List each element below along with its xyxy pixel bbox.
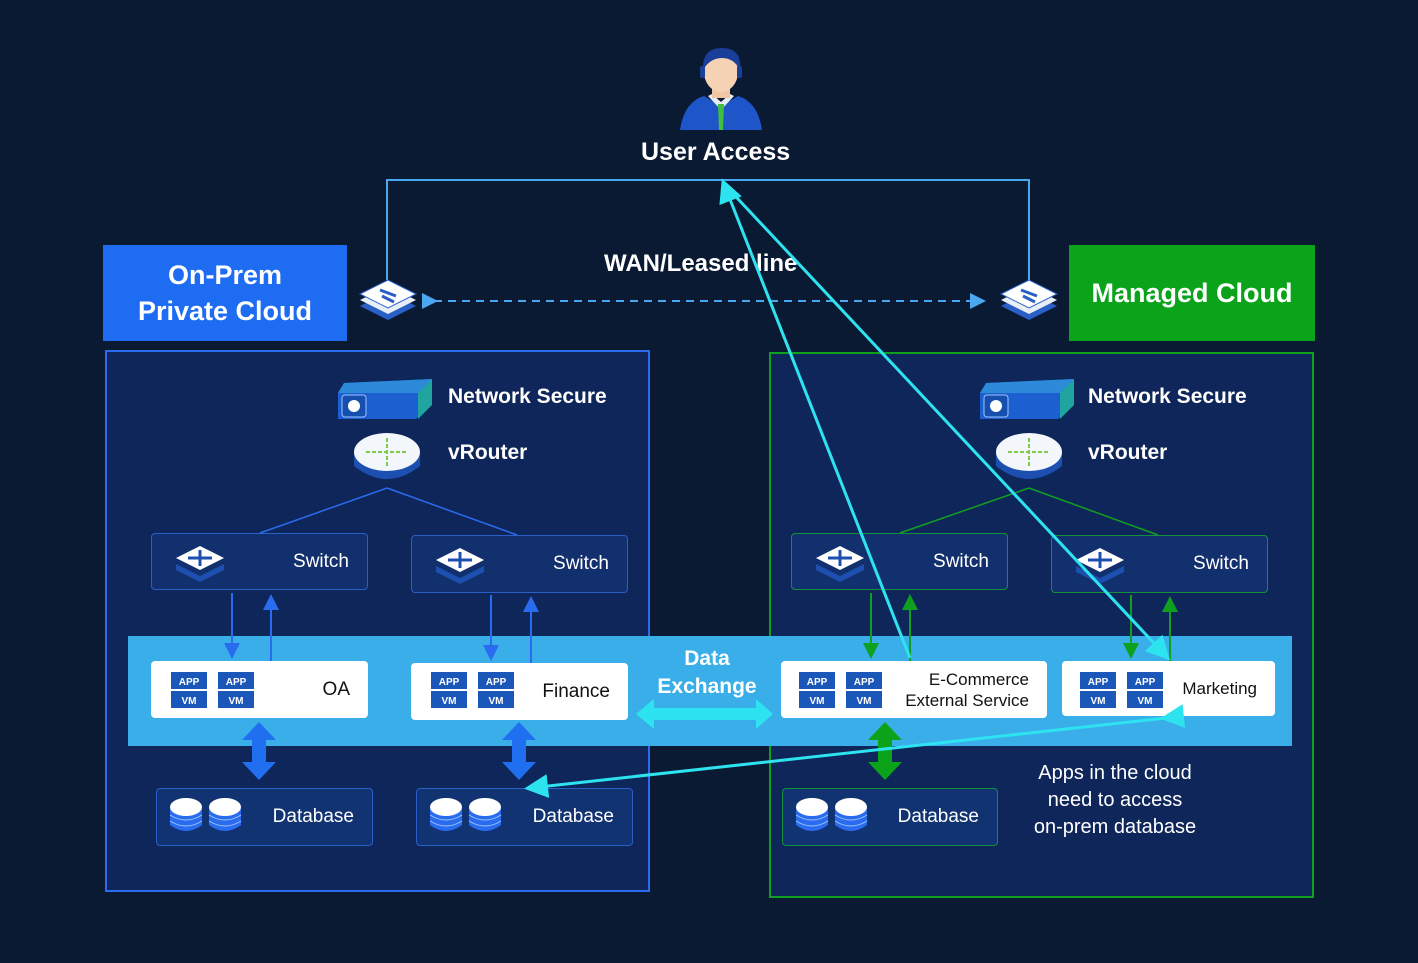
switch-icon (1076, 548, 1124, 584)
user-access-label: User Access (641, 138, 791, 166)
switch-icon (176, 546, 224, 582)
user-icon (680, 48, 762, 130)
app-oa-label: OA (322, 678, 350, 700)
switch-label: Switch (293, 550, 349, 572)
app-finance-label: Finance (542, 680, 610, 702)
onprem-title-line2: Private Cloud (137, 296, 313, 326)
database-icon (467, 797, 503, 840)
database-icon (833, 797, 869, 840)
database-icon (207, 797, 243, 840)
gateway-icon-onprem (358, 279, 418, 320)
switch-label: Switch (1193, 553, 1249, 574)
app-vm-icon: APP VM (798, 671, 838, 709)
app-vm-icon: APP VM (845, 671, 885, 709)
database-label: Database (272, 806, 354, 827)
switch-icon (436, 548, 484, 584)
vrouter-icon-onprem (354, 433, 420, 479)
svg-text:APP: APP (486, 677, 507, 688)
app-ecommerce-line2: External Service (905, 690, 1029, 710)
svg-text:APP: APP (807, 677, 828, 688)
switch-icon (816, 546, 864, 582)
svg-text:VM: VM (182, 696, 197, 707)
caption: Apps in the cloud need to access on-prem d… (1000, 760, 1230, 841)
svg-text:VM: VM (229, 696, 244, 707)
svg-text:APP: APP (1135, 677, 1156, 688)
network-secure-label-onprem: Network Secure (448, 385, 607, 408)
network-secure-icon-onprem (338, 379, 432, 419)
svg-text:VM: VM (489, 696, 504, 707)
svg-text:VM: VM (1138, 696, 1153, 707)
database-icon (428, 797, 464, 840)
network-secure-label-managed: Network Secure (1088, 385, 1247, 408)
app-marketing-label: Marketing (1182, 678, 1257, 698)
app-vm-icon: APP VM (477, 671, 517, 709)
wan-label: WAN/Leased line (604, 250, 798, 277)
app-vm-icon: APP VM (170, 671, 210, 709)
app-vm-icon: APP VM (1126, 671, 1166, 709)
caption-line3: on-prem database (1033, 816, 1197, 838)
app-vm-icon: APP VM (430, 671, 470, 709)
svg-text:VM: VM (810, 696, 825, 707)
onprem-title-line1: On-Prem (167, 260, 282, 290)
app-vm-icon: APP VM (1079, 671, 1119, 709)
switch-oa: Switch (151, 533, 368, 590)
vrouter-icon-managed (996, 433, 1062, 479)
switch-marketing: Switch (1051, 535, 1268, 593)
vrouter-label-managed: vRouter (1088, 441, 1168, 464)
managed-title: Managed Cloud (1069, 245, 1315, 341)
database-icon (794, 797, 830, 840)
switch-finance: Switch (411, 535, 628, 593)
svg-text:VM: VM (1091, 696, 1106, 707)
svg-text:APP: APP (179, 677, 200, 688)
app-vm-icon: APP VM (217, 671, 257, 709)
network-secure-icon-managed (980, 379, 1074, 419)
switch-ecommerce: Switch (791, 533, 1008, 590)
svg-text:APP: APP (1088, 677, 1109, 688)
svg-text:APP: APP (854, 677, 875, 688)
app-ecommerce-line1: E-Commerce (928, 669, 1029, 689)
switch-label: Switch (553, 553, 609, 574)
svg-text:VM: VM (857, 696, 872, 707)
database-label: Database (897, 806, 979, 827)
app-oa: OA (151, 661, 368, 718)
svg-text:APP: APP (226, 677, 247, 688)
svg-text:VM: VM (442, 696, 457, 707)
data-exchange-line1: Data (684, 647, 730, 670)
vrouter-label-onprem: vRouter (448, 441, 528, 464)
database-label: Database (532, 806, 614, 827)
caption-line1: Apps in the cloud (1038, 762, 1192, 784)
caption-line2: need to access (1047, 789, 1183, 811)
gateway-icon-managed (999, 279, 1059, 320)
data-exchange-line2: Exchange (657, 675, 757, 698)
switch-label: Switch (933, 550, 989, 572)
svg-text:APP: APP (439, 677, 460, 688)
database-icon (168, 797, 204, 840)
